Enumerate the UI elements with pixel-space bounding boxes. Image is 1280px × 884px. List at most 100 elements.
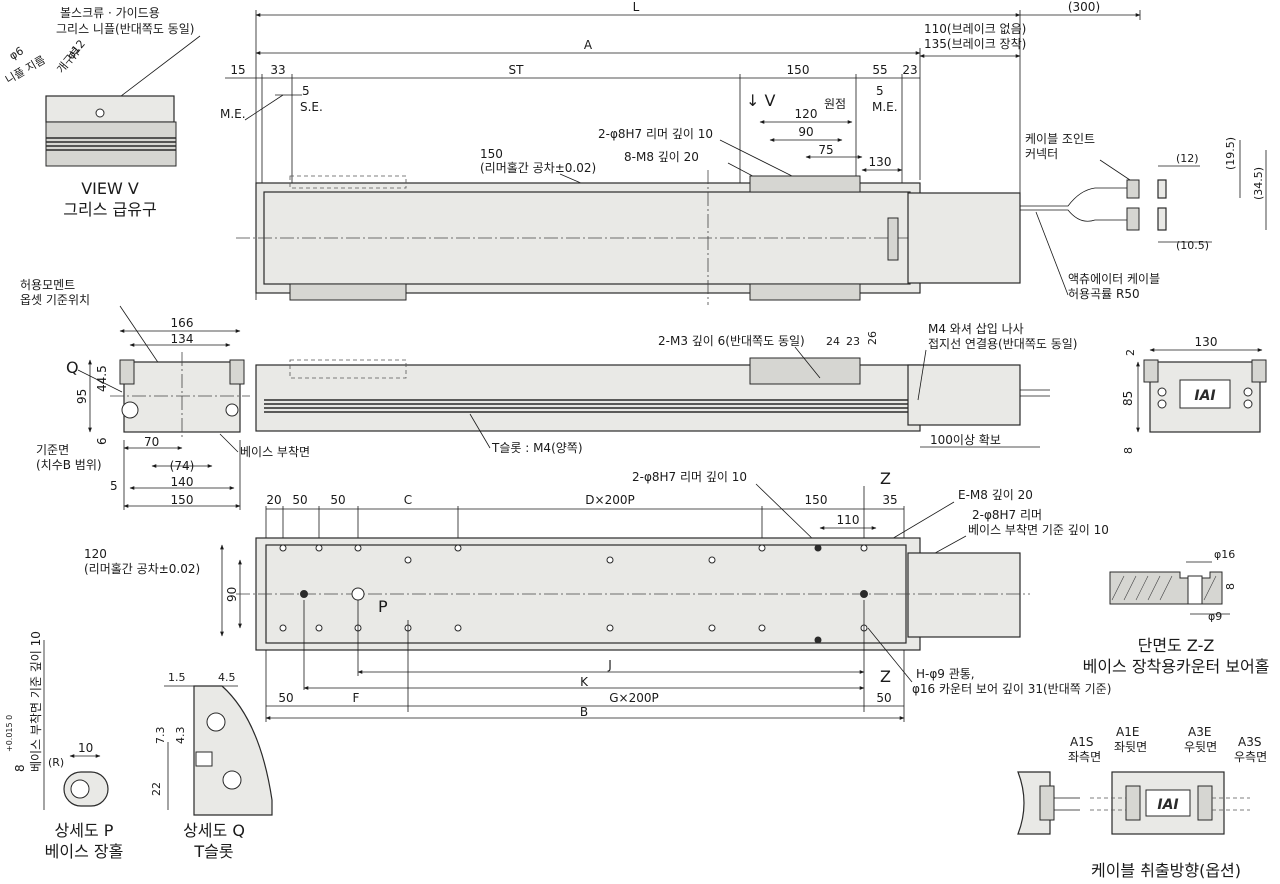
cable-a3e-1: A3E <box>1188 725 1211 739</box>
label-base: 베이스 부착면 <box>240 445 310 459</box>
dim-34-5: (34.5) <box>1252 167 1265 200</box>
dim-10-5: (10.5) <box>1176 239 1209 252</box>
mount-hole <box>814 636 822 644</box>
label-pitch-2: (리머홀간 공차±0.02) <box>480 161 596 175</box>
detail-q: 1.5 4.5 7.3 4.3 22 상세도 Q T슬롯 <box>150 671 273 861</box>
mount-hole <box>315 624 323 632</box>
cable-dir-title: 케이블 취출방향(옵션) <box>1091 861 1241 880</box>
label-origin: 원점 <box>824 97 846 111</box>
section-zz-title-2: 베이스 장착용카운터 보어홀 <box>1083 657 1270 676</box>
dim-50d: 50 <box>876 691 891 705</box>
detail-q-title-1: 상세도 Q <box>183 821 245 840</box>
label-ref-1: 기준면 <box>36 443 69 457</box>
bottom-view: 20 50 50 C D×200P 150 35 110 Z Z 2-φ8H7 … <box>84 469 1111 722</box>
mount-hole <box>708 624 716 632</box>
detail-p-title-2: 베이스 장홀 <box>45 842 124 861</box>
slot-p-icon <box>351 587 365 601</box>
label-cable-joint-1: 케이블 조인트 <box>1025 132 1095 146</box>
dim-90: 90 <box>798 125 813 139</box>
cable-direction: A1S 좌측면 A1E 좌뒷면 A3E 우뒷면 A3S 우측면 IAI 케이블 … <box>1017 725 1267 880</box>
dim-26: 26 <box>866 331 879 345</box>
motor-side <box>907 364 1021 426</box>
dim-150: 150 <box>787 63 810 77</box>
cable-a3s-1: A3S <box>1238 735 1261 749</box>
dim-50a: 50 <box>292 493 307 507</box>
label-reamer2-1: 2-φ8H7 리머 <box>972 508 1042 522</box>
label-pitch-b-2: (리머홀간 공차±0.02) <box>84 562 200 576</box>
mount-hole <box>860 544 868 552</box>
dim-75: 75 <box>818 143 833 157</box>
mount-hole <box>454 624 462 632</box>
dim-44-5: 44.5 <box>95 365 109 392</box>
mount-hole <box>279 624 287 632</box>
grease-nipple-icon <box>95 108 105 118</box>
dim-12: (12) <box>1176 152 1199 165</box>
label-ref-2: (치수B 범위) <box>36 458 102 472</box>
label-m4-1: M4 와셔 삽입 나사 <box>928 322 1024 336</box>
dim-5: 5 <box>110 479 118 493</box>
label-moment-2: 옵셋 기준위치 <box>20 293 90 307</box>
section-zz: φ16 8 φ9 단면도 Z-Z 베이스 장착용카운터 보어홀 <box>1083 548 1270 676</box>
dim-2: 2 <box>1124 349 1137 356</box>
dim-8: 8 <box>1122 447 1135 454</box>
label-me-left: M.E. <box>220 107 246 121</box>
dim-130b: 130 <box>1195 335 1218 349</box>
dim-phi9: φ9 <box>1208 610 1222 623</box>
label-grease-2: 그리스 니플(반대쪽도 동일) <box>56 22 194 36</box>
mount-hole <box>606 624 614 632</box>
detail-q-title-2: T슬롯 <box>193 842 233 861</box>
dim-70: 70 <box>144 435 159 449</box>
motor-top <box>907 192 1021 284</box>
dim-phi16: φ16 <box>1214 548 1235 561</box>
label-m3: 2-M3 깊이 6(반대쪽도 동일) <box>658 334 805 348</box>
dim-110: 110 <box>837 513 860 527</box>
detail-p-title-1: 상세도 P <box>55 821 114 840</box>
dim-15: 15 <box>230 63 245 77</box>
dim-95: 95 <box>75 389 89 404</box>
label-Z-top: Z <box>880 469 891 488</box>
dim-brake-none: 110(브레이크 없음) <box>924 22 1026 36</box>
cable-a3s-2: 우측면 <box>1234 750 1267 764</box>
detail-p-vert-1: 베이스 부착면 기준 깊이 10 <box>29 631 43 772</box>
cable-a1e-1: A1E <box>1116 725 1139 739</box>
dim-C: C <box>404 493 412 507</box>
label-phi6: φ6 <box>7 44 26 62</box>
dim-24: 24 <box>826 335 840 348</box>
label-phi12-b: 개구부 <box>54 44 83 76</box>
label-h-2: φ16 카운터 보어 깊이 31(반대쪽 기준) <box>912 682 1111 696</box>
label-reamer2-2: 베이스 부착면 기준 깊이 10 <box>968 523 1109 537</box>
dim-50c: 50 <box>278 691 293 705</box>
dim-150: 150 <box>171 493 194 507</box>
label-h-1: H-φ9 관통, <box>916 667 975 681</box>
mount-hole <box>758 544 766 552</box>
dim-19-5: (19.5) <box>1224 137 1237 170</box>
mount-hole <box>758 624 766 632</box>
label-phi6-b: 니플 지름 <box>3 53 48 86</box>
dim-4-3: 4.3 <box>174 727 187 745</box>
iai-logo-2: IAI <box>1157 797 1178 813</box>
dim-8b: 8 <box>1224 583 1237 590</box>
label-reamer-bottom: 2-φ8H7 리머 깊이 10 <box>632 470 747 484</box>
label-actuator-cable-2: 허용곡률 R50 <box>1068 287 1140 301</box>
dim-23b: 23 <box>846 335 860 348</box>
end-view: 허용모멘트 옵셋 기준위치 166 134 Q 44.5 95 6 70 (74… <box>20 278 310 510</box>
dim-150c: 150 <box>805 493 828 507</box>
dim-55: 55 <box>872 63 887 77</box>
dim-140: 140 <box>171 475 194 489</box>
label-me-right: M.E. <box>872 100 898 114</box>
tslot-q-icon <box>121 401 139 419</box>
label-grease-1: 볼스크류 · 가이드용 <box>60 6 160 20</box>
dim-5a: 5 <box>302 84 310 98</box>
dim-90b: 90 <box>225 587 239 602</box>
cable-a1e-2: 좌뒷면 <box>1114 740 1147 754</box>
label-Z-bot: Z <box>880 667 891 686</box>
dim-20: 20 <box>266 493 281 507</box>
cable-a3e-2: 우뒷면 <box>1184 740 1217 754</box>
dim-ST: ST <box>509 63 525 77</box>
dim-23: 23 <box>902 63 917 77</box>
label-actuator-cable-1: 액츄에이터 케이블 <box>1068 272 1160 286</box>
slider-side <box>749 357 861 385</box>
dim-50b: 50 <box>330 493 345 507</box>
mount-hole <box>454 544 462 552</box>
dim-130: 130 <box>869 155 892 169</box>
